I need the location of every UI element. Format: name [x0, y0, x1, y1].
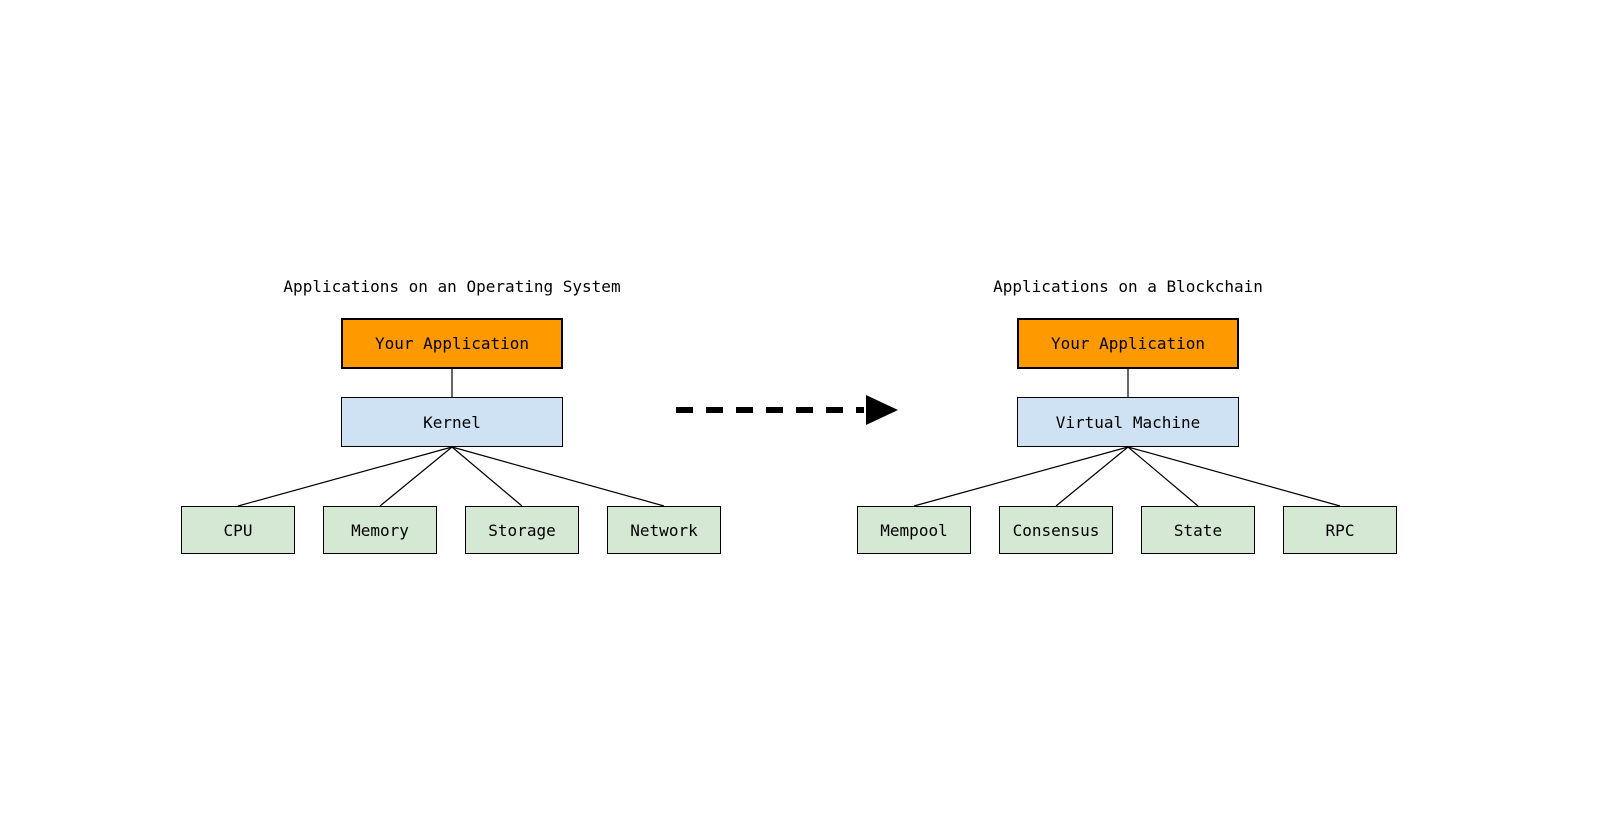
component-box-storage: Storage [465, 506, 579, 554]
component-box-state: State [1141, 506, 1255, 554]
left-your-application-box: Your Application [341, 318, 563, 369]
virtual-machine-box: Virtual Machine [1017, 397, 1239, 447]
component-box-network: Network [607, 506, 721, 554]
component-box-consensus: Consensus [999, 506, 1113, 554]
component-box-memory: Memory [323, 506, 437, 554]
component-box-rpc: RPC [1283, 506, 1397, 554]
edge-kernel-cpu [237, 446, 453, 507]
edge-vm-mempool [913, 446, 1129, 507]
edge-vm-consensus [1055, 446, 1129, 507]
right-diagram-title: Applications on a Blockchain [993, 277, 1263, 296]
component-box-mempool: Mempool [857, 506, 971, 554]
left-diagram-title: Applications on an Operating System [283, 277, 621, 296]
dashed-right-arrow-icon [676, 395, 898, 425]
edge-vm-rpc [1127, 446, 1341, 507]
edge-kernel-network [451, 446, 665, 507]
component-box-cpu: CPU [181, 506, 295, 554]
edge-kernel-memory [379, 446, 453, 507]
edge-kernel-storage [451, 446, 523, 507]
kernel-box: Kernel [341, 397, 563, 447]
right-your-application-box: Your Application [1017, 318, 1239, 369]
edge-vm-state [1127, 446, 1199, 507]
